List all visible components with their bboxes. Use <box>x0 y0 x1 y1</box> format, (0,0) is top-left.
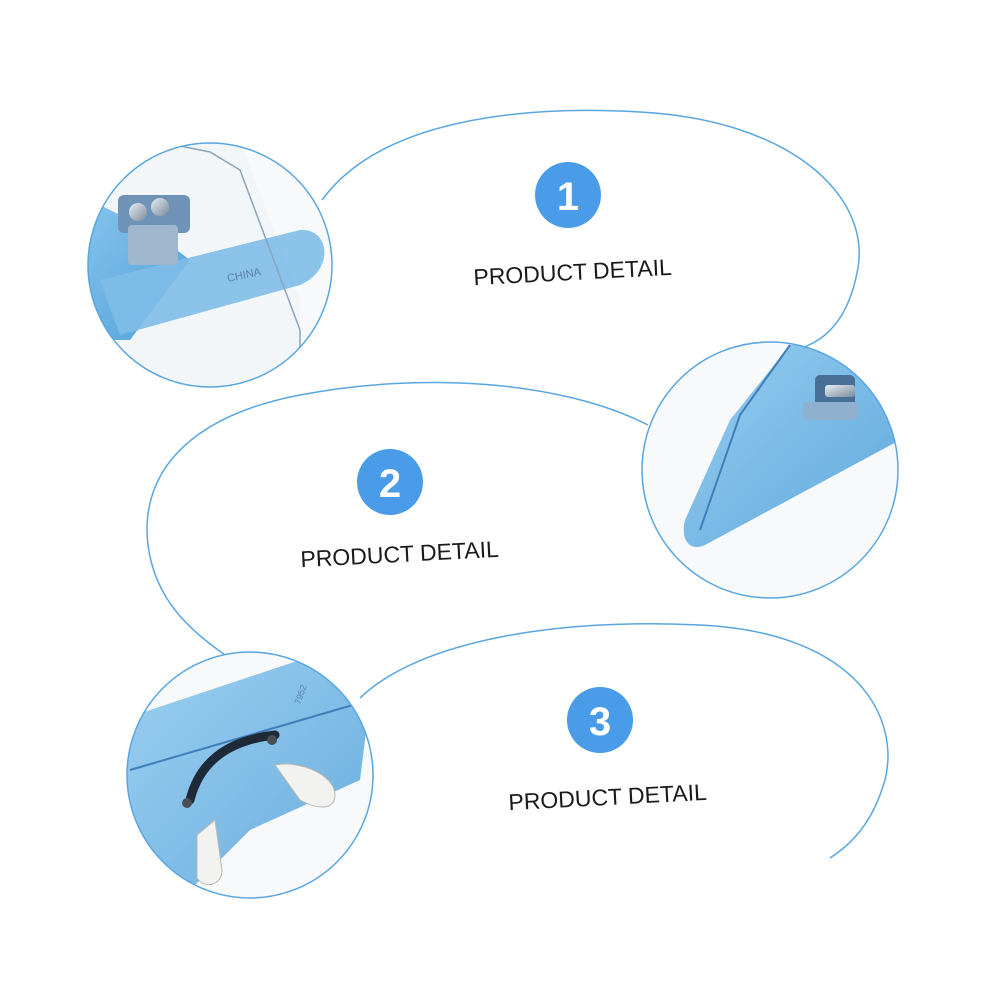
badge-3-number: 3 <box>589 700 611 744</box>
detail-photo-2 <box>641 341 899 599</box>
detail-photo-3: 7952 <box>126 651 374 899</box>
number-badge-3 <box>567 687 633 753</box>
detail-section-2: 2 PRODUCT DETAIL <box>300 449 500 572</box>
detail-section-3: 3 PRODUCT DETAIL <box>508 687 708 815</box>
detail-photo-1: CHINA <box>87 142 333 388</box>
number-badge-2 <box>357 449 423 515</box>
section-1-label: PRODUCT DETAIL <box>473 254 673 290</box>
number-badge-1 <box>535 162 601 228</box>
outline-frames <box>146 109 889 859</box>
section-3-label: PRODUCT DETAIL <box>508 779 708 815</box>
badge-2-number: 2 <box>379 462 401 506</box>
badge-1-number: 1 <box>557 175 579 219</box>
detail-section-1: 1 PRODUCT DETAIL <box>473 162 673 290</box>
section-2-label: PRODUCT DETAIL <box>300 536 500 572</box>
outline-frame-2 <box>146 381 649 656</box>
outline-frame-3 <box>359 623 889 859</box>
outline-frame-1 <box>321 109 860 353</box>
